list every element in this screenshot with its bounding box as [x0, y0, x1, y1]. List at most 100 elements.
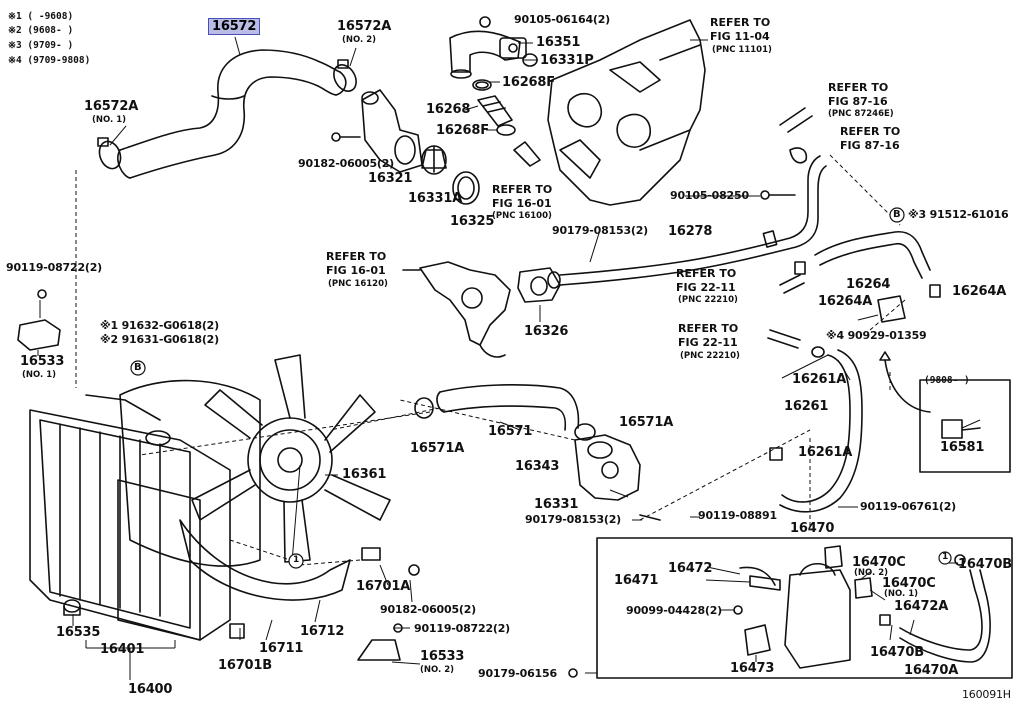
part-callout-16331P[interactable]: 16331P [540, 53, 594, 68]
part-callout-16261[interactable]: 16261 [784, 399, 829, 414]
thermostat-drawing [421, 145, 447, 175]
part-callout-91512-61016[interactable]: ※3 91512-61016 [908, 208, 1009, 221]
legend-range: (9709- ) [27, 40, 74, 51]
legend-row-2: ※2 (9608- ) [8, 26, 73, 36]
part-callout-16264A-a[interactable]: 16264A [818, 294, 873, 309]
part-callout-16571A-b[interactable]: 16571A [619, 415, 674, 430]
refer-to-label: REFER TO [492, 183, 553, 196]
refer-to-figure[interactable]: FIG 16-01 [492, 197, 552, 210]
part-callout-16400[interactable]: 16400 [128, 682, 173, 697]
part-callout-16261A-b[interactable]: 16261A [798, 445, 853, 460]
part-callout-16361[interactable]: 16361 [342, 467, 387, 482]
part-note: (NO. 1) [884, 589, 919, 599]
part-callout-16325[interactable]: 16325 [450, 214, 495, 229]
part-callout-16535[interactable]: 16535 [56, 625, 101, 640]
reference-mark-b: B [134, 362, 142, 373]
part-callout-90182-06005-b[interactable]: 90182-06005(2) [380, 603, 477, 616]
legend-range: (9608- ) [27, 25, 74, 36]
part-callout-90105-08250[interactable]: 90105-08250 [670, 189, 749, 202]
part-callout-90105-06164[interactable]: 90105-06164(2) [514, 13, 611, 26]
part-callout-16473[interactable]: 16473 [730, 661, 775, 676]
refer-to-figure[interactable]: FIG 11-04 [710, 30, 770, 43]
part-callout-16268[interactable]: 16268 [426, 102, 471, 117]
part-note: (NO. 2) [420, 665, 455, 675]
refer-to-figure[interactable]: FIG 87-16 [828, 95, 888, 108]
part-callout-90182-06005-a[interactable]: 90182-06005(2) [298, 157, 395, 170]
refer-to-figure[interactable]: FIG 22-11 [678, 336, 738, 349]
part-callout-16470A[interactable]: 16470A [904, 663, 959, 678]
sensor-date-box-drawing [879, 351, 1011, 473]
refer-to-label: REFER TO [710, 16, 771, 29]
part-callout-16701B[interactable]: 16701B [218, 658, 272, 673]
refer-to-label: REFER TO [828, 81, 889, 94]
part-callout-16351[interactable]: 16351 [536, 35, 581, 50]
part-callout-16472[interactable]: 16472 [668, 561, 713, 576]
part-callout-16533-no2[interactable]: 16533 [420, 649, 465, 664]
rings-and-short-hose-drawing [472, 79, 541, 167]
part-callout-90119-06761[interactable]: 90119-06761(2) [860, 500, 957, 513]
legend-row-4: ※4 (9709-9808) [8, 56, 90, 66]
refer-to-figure[interactable]: FIG 16-01 [326, 264, 386, 277]
water-pipe-16351-drawing [449, 16, 538, 79]
hose-16261-drawing [769, 346, 863, 513]
refer-to-pnc: (PNC 11101) [712, 45, 772, 55]
refer-to-figure[interactable]: FIG 87-16 [840, 139, 900, 152]
part-callout-16470[interactable]: 16470 [790, 521, 835, 536]
refer-to-figure[interactable]: FIG 22-11 [676, 281, 736, 294]
refer-to-label: REFER TO [678, 322, 739, 335]
part-note: (NO. 1) [92, 115, 127, 125]
part-callout-16471[interactable]: 16471 [614, 573, 659, 588]
part-callout-16278[interactable]: 16278 [668, 224, 713, 239]
refer-to-label: REFER TO [326, 250, 387, 263]
part-callout-16472A[interactable]: 16472A [894, 599, 949, 614]
water-pump-ref-drawing [402, 261, 511, 358]
reservoir-assembly-drawing [568, 537, 1013, 679]
bypass-pipe-drawing [547, 155, 827, 289]
date-box-label: (9808- ) [924, 375, 970, 386]
part-callout-91631-g0618[interactable]: ※2 91631-G0618(2) [100, 333, 219, 346]
legend-mark: ※3 [8, 40, 22, 51]
part-callout-16326[interactable]: 16326 [524, 324, 569, 339]
part-callout-90929-01359[interactable]: ※4 90929-01359 [826, 329, 927, 342]
refer-to-label: REFER TO [676, 267, 737, 280]
part-callout-16261A-a[interactable]: 16261A [792, 372, 847, 387]
part-callout-90119-08722-b[interactable]: 90119-08722(2) [414, 622, 511, 635]
part-note: (NO. 1) [22, 370, 57, 380]
part-callout-90179-08153-a[interactable]: 90179-08153(2) [552, 224, 649, 237]
part-callout-16331[interactable]: 16331 [534, 497, 579, 512]
part-callout-16268F-a[interactable]: 16268F [502, 75, 555, 90]
part-callout-90179-08153-b[interactable]: 90179-08153(2) [525, 513, 622, 526]
part-callout-16470B-b[interactable]: 16470B [870, 645, 924, 660]
part-callout-16264A-b[interactable]: 16264A [952, 284, 1007, 299]
part-callout-90099-04428[interactable]: 90099-04428(2) [626, 604, 723, 617]
part-callout-16533-no1[interactable]: 16533 [20, 354, 65, 369]
part-callout-16581[interactable]: 16581 [940, 440, 985, 455]
part-callout-16571[interactable]: 16571 [488, 424, 533, 439]
part-callout-16268F-b[interactable]: 16268F [436, 123, 489, 138]
part-callout-16701A[interactable]: 16701A [356, 579, 411, 594]
radiator-drawing [29, 394, 231, 641]
refer-to-pnc: (PNC 16120) [328, 279, 388, 289]
refer-to-pnc: (PNC 16100) [492, 211, 552, 221]
part-callout-16470B-a[interactable]: 16470B [958, 557, 1012, 572]
lower-hose-16571-drawing [414, 384, 596, 441]
part-callout-16343[interactable]: 16343 [515, 459, 560, 474]
part-callout-16470C-no1[interactable]: 16470C [882, 576, 936, 591]
part-callout-90179-06156[interactable]: 90179-06156 [478, 667, 557, 680]
part-callout-16712[interactable]: 16712 [300, 624, 345, 639]
part-callout-16571A-a[interactable]: 16571A [410, 441, 465, 456]
part-callout-16572-selected[interactable]: 16572 [208, 18, 261, 35]
heater-hoses-right-drawing [767, 107, 941, 349]
part-callout-16401[interactable]: 16401 [100, 642, 145, 657]
part-callout-16711[interactable]: 16711 [259, 641, 304, 656]
part-callout-16470C-no2[interactable]: 16470C [852, 555, 906, 570]
part-callout-16572A-left[interactable]: 16572A [84, 99, 139, 114]
part-callout-90119-08891[interactable]: 90119-08891 [698, 509, 777, 522]
part-callout-16572A-top[interactable]: 16572A [337, 19, 392, 34]
part-callout-91632-g0618[interactable]: ※1 91632-G0618(2) [100, 319, 219, 332]
part-callout-16264[interactable]: 16264 [846, 277, 891, 292]
part-callout-90119-08722-a[interactable]: 90119-08722(2) [6, 261, 103, 274]
part-callout-16331A[interactable]: 16331A [408, 191, 463, 206]
part-callout-16321[interactable]: 16321 [368, 171, 413, 186]
